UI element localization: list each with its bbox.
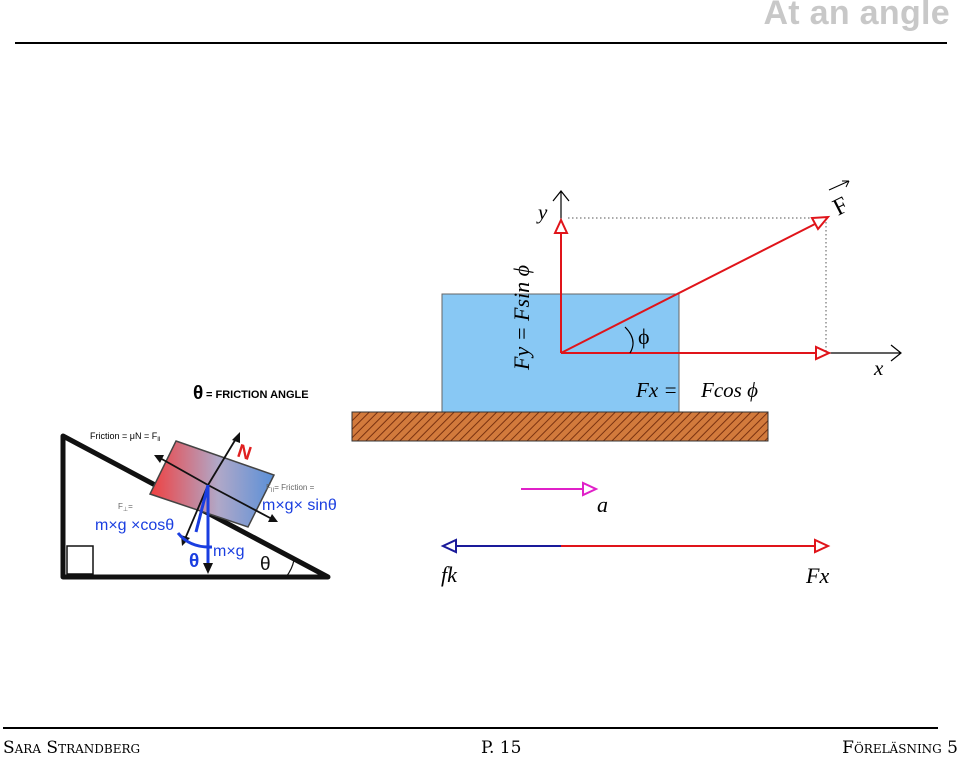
normal-force-label: N	[234, 441, 254, 465]
phi-label: ϕ	[638, 324, 650, 349]
fy-equation: Fy = Fsin ϕ	[509, 265, 534, 371]
title-divider	[15, 42, 947, 44]
footer-author: Sara Strandberg	[3, 738, 141, 758]
parallel-force-arrow	[207, 484, 273, 520]
fperp-label: F⊥=	[118, 502, 133, 513]
footer-page-number: P. 15	[481, 738, 522, 758]
y-axis-label: y	[536, 200, 548, 224]
normal-force-arrow	[207, 436, 238, 486]
mg-sin-label: m×g× sinθ	[262, 497, 337, 514]
footer-divider	[3, 727, 938, 729]
theta-arc-inset	[176, 532, 213, 549]
fcos-label: Fcos ϕ	[700, 378, 758, 402]
fpar-label: FII= Friction =	[266, 483, 315, 494]
right-angle-marker	[66, 545, 94, 575]
x-axis-label: x	[873, 356, 884, 380]
theta-symbol-heading: θ	[193, 383, 203, 404]
page-title: At an angle	[763, 0, 950, 32]
mg-cos-label: m×g ×cosθ	[95, 517, 174, 534]
acceleration-label: a	[597, 492, 608, 517]
incline-theta: θ	[260, 554, 271, 575]
ground-surface	[351, 411, 769, 442]
fx-equation-prefix: Fx =	[635, 378, 678, 402]
force-diagram: θ = FRICTION ANGLE θ Friction = μN = FII…	[60, 180, 902, 588]
friction-equation: Friction = μN = FII	[90, 431, 161, 443]
incline-block	[148, 440, 276, 528]
applied-force-arrow	[560, 223, 816, 354]
incline-angle-arc	[285, 559, 295, 578]
inset-mg-label: m×g	[213, 543, 245, 560]
footer-lecture: Föreläsning 5	[842, 738, 958, 758]
force-label: F	[829, 192, 853, 221]
friction-arrow	[159, 457, 209, 486]
inset-theta-blue: θ	[189, 551, 199, 572]
vector-bar	[828, 180, 850, 191]
friction-angle-heading: = FRICTION ANGLE	[206, 389, 309, 401]
friction-force-label: fk	[441, 562, 458, 587]
phi-arc	[624, 326, 634, 354]
fx-force-label: Fx	[805, 563, 829, 588]
inclined-plane-inset: θ = FRICTION ANGLE θ Friction = μN = FII…	[60, 383, 337, 580]
